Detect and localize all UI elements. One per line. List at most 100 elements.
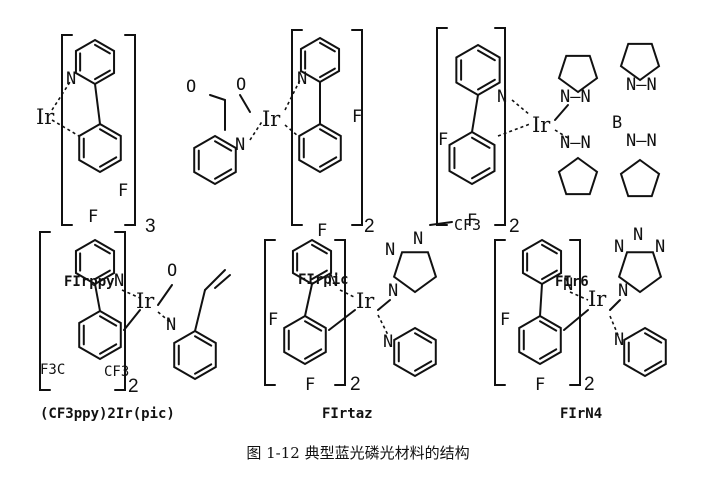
bracket-count: 2 <box>350 374 361 395</box>
structure-cf3ppy2-ir-pic: N Ir O N F3C CF3 2 (CF3ppy)2Ir(pic) <box>40 261 177 422</box>
double-bond <box>311 269 328 281</box>
bond <box>94 283 101 312</box>
structure-firppy: N Ir F F 3 FIrppy <box>36 69 156 290</box>
atom-b: B <box>612 113 622 133</box>
atom-f: F <box>352 107 362 127</box>
bracket-left <box>264 239 276 386</box>
atom-n: N <box>328 271 338 291</box>
atom-nn: N–N <box>560 87 591 107</box>
double-bond <box>94 269 111 281</box>
bracket-right <box>351 29 363 226</box>
double-bond <box>477 78 496 91</box>
ring <box>298 122 342 174</box>
bracket-left <box>291 29 303 226</box>
bond-lines <box>39 27 667 391</box>
ring <box>557 156 599 196</box>
atom-f: F <box>438 130 448 150</box>
bracket-count: 2 <box>584 374 595 395</box>
double-bond <box>414 332 433 344</box>
ring <box>557 54 599 94</box>
atom-n: N <box>618 281 628 301</box>
bond <box>194 289 206 332</box>
atom-f: F <box>467 211 477 231</box>
bond <box>157 284 173 306</box>
structure-label: FIrpic <box>298 272 349 288</box>
bond <box>94 83 101 125</box>
ring <box>74 38 116 86</box>
bond <box>328 309 356 331</box>
atom-o: O <box>236 75 246 95</box>
coordination-bond <box>249 119 264 141</box>
double-bond <box>319 41 336 53</box>
atom-n: N <box>614 330 624 350</box>
ring <box>173 329 217 381</box>
ring <box>448 130 496 186</box>
double-bond <box>99 156 118 168</box>
bracket-count: 2 <box>128 376 139 397</box>
double-bond <box>541 243 558 255</box>
atom-ir: Ir <box>36 105 55 129</box>
bracket-left <box>39 231 51 391</box>
double-bond <box>414 360 433 372</box>
atom-ir: Ir <box>356 289 375 313</box>
atom-n: N <box>497 87 507 107</box>
structure-firn4: N F F Ir N N N N N 2 FIrN4 <box>500 225 665 422</box>
bracket-right <box>124 34 136 226</box>
bond <box>239 94 251 113</box>
double-bond <box>477 49 496 62</box>
ring <box>78 309 122 361</box>
ring <box>78 122 122 174</box>
structure-label: FIrN4 <box>560 406 602 422</box>
atom-f: F <box>118 181 128 201</box>
coordination-bond <box>157 311 171 323</box>
atom-n: N <box>655 237 665 257</box>
atom-f: F <box>535 375 545 395</box>
double-bond <box>94 43 111 55</box>
atom-n: N <box>563 275 573 295</box>
bond <box>377 299 391 311</box>
bracket-count: 3 <box>145 216 156 237</box>
atom-n: N <box>388 281 398 301</box>
bond <box>563 309 589 331</box>
atom-ir: Ir <box>262 107 281 131</box>
bond <box>204 269 226 291</box>
double-bond <box>319 128 338 140</box>
atom-nn: N–N <box>626 75 657 95</box>
atom-f: F <box>268 310 278 330</box>
double-bond <box>541 269 558 281</box>
structure-label: FIrtaz <box>322 406 373 422</box>
double-bond <box>194 363 213 375</box>
coordination-bond <box>497 123 531 137</box>
coordination-bond <box>377 314 389 336</box>
ring <box>193 134 237 186</box>
double-bond <box>304 348 323 360</box>
double-bond <box>311 243 328 255</box>
double-bond <box>319 156 338 168</box>
atom-n: N <box>235 135 245 155</box>
structure-firtaz: N F F Ir N N N CF3 N 2 FIrtaz <box>268 216 481 422</box>
bracket-right <box>114 231 126 391</box>
double-bond <box>194 335 213 347</box>
atom-n: N <box>114 271 124 291</box>
structure-label: FIr6 <box>555 274 589 290</box>
atom-ir: Ir <box>532 113 551 137</box>
bond <box>214 274 231 289</box>
structure-label: FIrppy <box>64 274 115 290</box>
atom-f: F <box>500 310 510 330</box>
atom-nn: N–N <box>560 133 591 153</box>
bond <box>609 299 621 311</box>
atom-ir: Ir <box>588 287 607 311</box>
bracket-right <box>494 27 506 226</box>
bond <box>554 104 569 121</box>
ring <box>455 43 501 97</box>
structure-label: (CF3ppy)2Ir(pic) <box>40 406 175 422</box>
bond <box>123 309 141 331</box>
atom-n: N <box>614 237 624 257</box>
atom-nn: N–N <box>626 131 657 151</box>
double-bond <box>644 360 663 372</box>
ring <box>518 314 562 366</box>
ring <box>617 251 663 294</box>
bracket-left <box>61 34 73 226</box>
double-bond <box>471 136 491 149</box>
figure-caption: 图 1-12 典型蓝光磷光材料的结构 <box>246 444 469 462</box>
